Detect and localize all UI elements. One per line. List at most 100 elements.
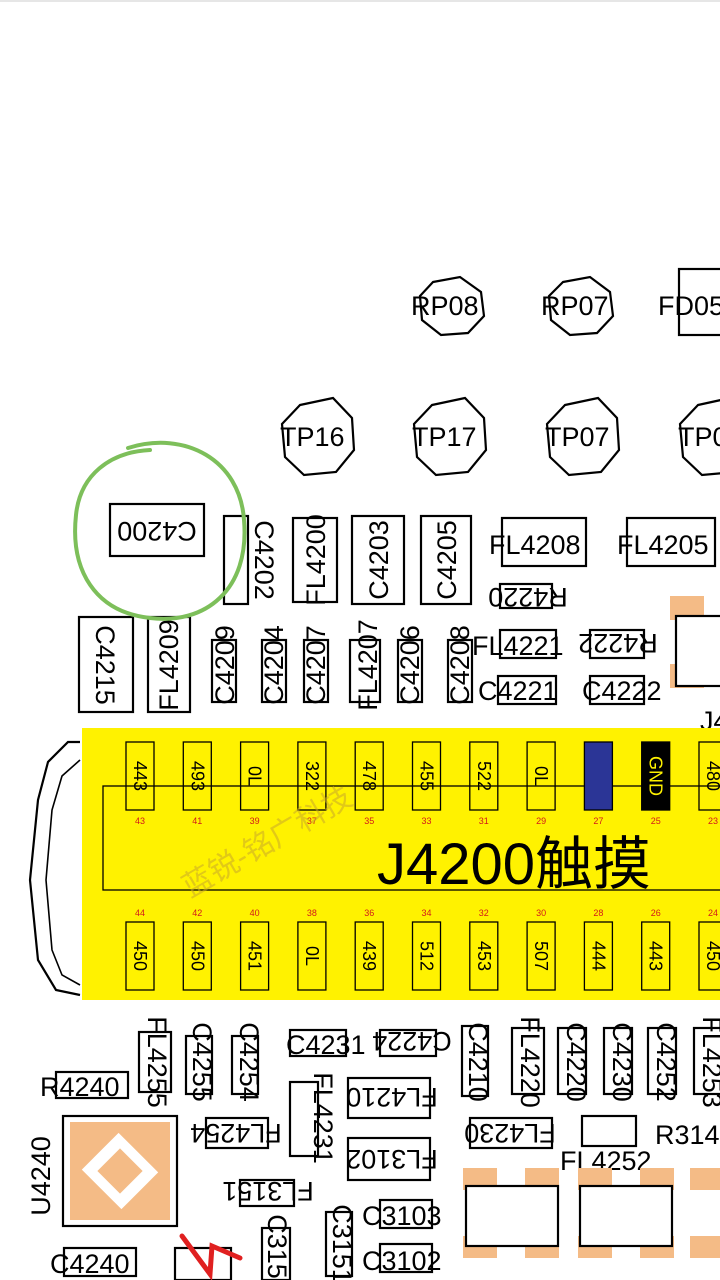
- bottom-pin-value-32: 453: [474, 941, 494, 971]
- c4222-part[interactable]: C4222: [582, 674, 662, 706]
- fl4252-box[interactable]: FL4252: [560, 1114, 652, 1176]
- c4220-part[interactable]: C4220: [556, 1022, 591, 1102]
- u4240-chip[interactable]: U4240: [26, 1114, 179, 1228]
- bottom-pin-38[interactable]: [297, 921, 327, 991]
- fl4220-label: FL4220: [515, 1016, 545, 1108]
- fl4200-part[interactable]: FL4200: [291, 514, 339, 606]
- fl3102-part[interactable]: FL3102: [346, 1136, 438, 1182]
- bottom-pin-26[interactable]: [641, 921, 671, 991]
- bottom-pin-30[interactable]: [526, 921, 556, 991]
- bottom-pin-28[interactable]: [583, 921, 614, 991]
- c4207-part[interactable]: C4207: [301, 625, 331, 705]
- fl4231-part[interactable]: FL4231: [288, 1072, 338, 1164]
- top-pin-23[interactable]: [698, 741, 720, 811]
- c4210-label: C4210: [463, 1022, 493, 1102]
- fl4210-part[interactable]: FL4210: [346, 1076, 438, 1120]
- connector-body: [82, 728, 720, 1000]
- fl4205-part[interactable]: FL4205: [617, 516, 717, 568]
- tp17-pad[interactable]: TP17: [412, 396, 488, 477]
- fl4253-part[interactable]: FL4253: [692, 1016, 720, 1108]
- r4220-part[interactable]: R4220: [488, 582, 568, 612]
- c3102-label: C3102: [362, 1246, 442, 1276]
- fl4210-label: FL4210: [346, 1082, 438, 1112]
- c4240-part[interactable]: C4240: [50, 1246, 138, 1279]
- c4209-part[interactable]: C4209: [210, 625, 240, 705]
- c4252-part[interactable]: C4252: [646, 1022, 681, 1102]
- bottom-pin-36[interactable]: [354, 921, 384, 991]
- top-pin-39[interactable]: [239, 741, 270, 811]
- c4221-label: C4221: [478, 676, 558, 706]
- c4202-label: C4202: [249, 520, 279, 600]
- c4206-part[interactable]: C4206: [395, 625, 425, 705]
- r314-label: R314: [655, 1120, 720, 1150]
- fl4208-part[interactable]: FL4208: [489, 516, 588, 568]
- bottom-pin-32[interactable]: [469, 921, 499, 991]
- top-pin-number-41: 41: [192, 816, 202, 826]
- top-pin-value-29: 0L: [531, 766, 551, 786]
- top-pin-27[interactable]: [583, 741, 614, 811]
- fl4220-part[interactable]: FL4220: [510, 1016, 546, 1108]
- top-pin-43[interactable]: [125, 741, 155, 811]
- r4222-part[interactable]: R4222: [578, 628, 658, 660]
- c3151-part[interactable]: C3151: [324, 1204, 357, 1280]
- c4224-part[interactable]: C4224: [372, 1026, 452, 1058]
- c3152-part[interactable]: C3152: [260, 1214, 292, 1280]
- c4215-part[interactable]: C4215: [77, 615, 135, 714]
- top-pin-25[interactable]: [641, 741, 671, 811]
- c4203-part[interactable]: C4203: [350, 514, 406, 606]
- c4230-part[interactable]: C4230: [602, 1022, 637, 1102]
- fd05-label: FD05: [658, 291, 720, 321]
- rp07-label: RP07: [541, 291, 609, 321]
- bottom-pin-number-30: 30: [536, 908, 546, 918]
- c3152-label: C3152: [262, 1214, 292, 1280]
- top-pin-number-25: 25: [651, 816, 661, 826]
- top-pin-31[interactable]: [469, 741, 499, 811]
- bottom-pin-34[interactable]: [411, 921, 442, 991]
- fl4209-part[interactable]: FL4209: [146, 615, 192, 714]
- c4204-part[interactable]: C4204: [259, 625, 289, 705]
- c4240-label: C4240: [50, 1249, 130, 1279]
- c4202-part[interactable]: C4202: [222, 514, 279, 606]
- fd05-pad[interactable]: FD05: [658, 267, 720, 337]
- tp07-pad[interactable]: TP07: [545, 396, 621, 477]
- bottom-pin-24[interactable]: [698, 921, 720, 991]
- c4210-part[interactable]: C4210: [460, 1022, 493, 1102]
- top-pin-29[interactable]: [526, 741, 556, 811]
- c4200-part[interactable]: C4200: [108, 502, 206, 558]
- fl4200-label: FL4200: [301, 514, 331, 606]
- fl3151-part[interactable]: FL3151: [222, 1176, 314, 1208]
- c4208-part[interactable]: C4208: [445, 625, 475, 705]
- c4206-label: C4206: [395, 625, 425, 705]
- fl4230-part[interactable]: FL4230: [464, 1116, 556, 1150]
- bottom-pin-number-42: 42: [192, 908, 202, 918]
- fl4254-part[interactable]: FL4254: [190, 1116, 282, 1150]
- fl4207-part[interactable]: FL4207: [348, 619, 383, 711]
- fl4221-part[interactable]: FL4221: [472, 628, 564, 661]
- c4205-part[interactable]: C4205: [419, 514, 473, 606]
- c3102-part[interactable]: C3102: [362, 1242, 442, 1276]
- bottom-pin-44[interactable]: [125, 921, 155, 991]
- c4254-part[interactable]: C4254: [230, 1022, 264, 1102]
- top-pin-35[interactable]: [354, 741, 384, 811]
- c3103-part[interactable]: C3103: [362, 1198, 442, 1231]
- tp0x-pad[interactable]: TP0: [678, 398, 720, 477]
- r4240-part[interactable]: R4240: [40, 1070, 130, 1102]
- bottom-pin-40[interactable]: [239, 921, 270, 991]
- tp16-pad[interactable]: TP16: [280, 396, 356, 477]
- bottom-pin-42[interactable]: [182, 921, 212, 991]
- r4240-label: R4240: [40, 1072, 120, 1102]
- fl4255-part[interactable]: FL4255: [137, 1016, 173, 1108]
- c4231-part[interactable]: C4231: [286, 1028, 366, 1060]
- rp08-pad[interactable]: RP08: [411, 275, 486, 337]
- rp07-pad[interactable]: RP07: [541, 275, 615, 337]
- c4255-part[interactable]: C4255: [184, 1022, 217, 1102]
- top-pin-37[interactable]: [297, 741, 327, 811]
- top-pin-41[interactable]: [182, 741, 212, 811]
- top-pin-value-25: GND: [646, 756, 666, 796]
- top-pin-value-41: 493: [187, 761, 207, 791]
- top-pin-33[interactable]: [411, 741, 442, 811]
- c4221-part[interactable]: C4221: [478, 674, 558, 706]
- bottom-pin-number-38: 38: [307, 908, 317, 918]
